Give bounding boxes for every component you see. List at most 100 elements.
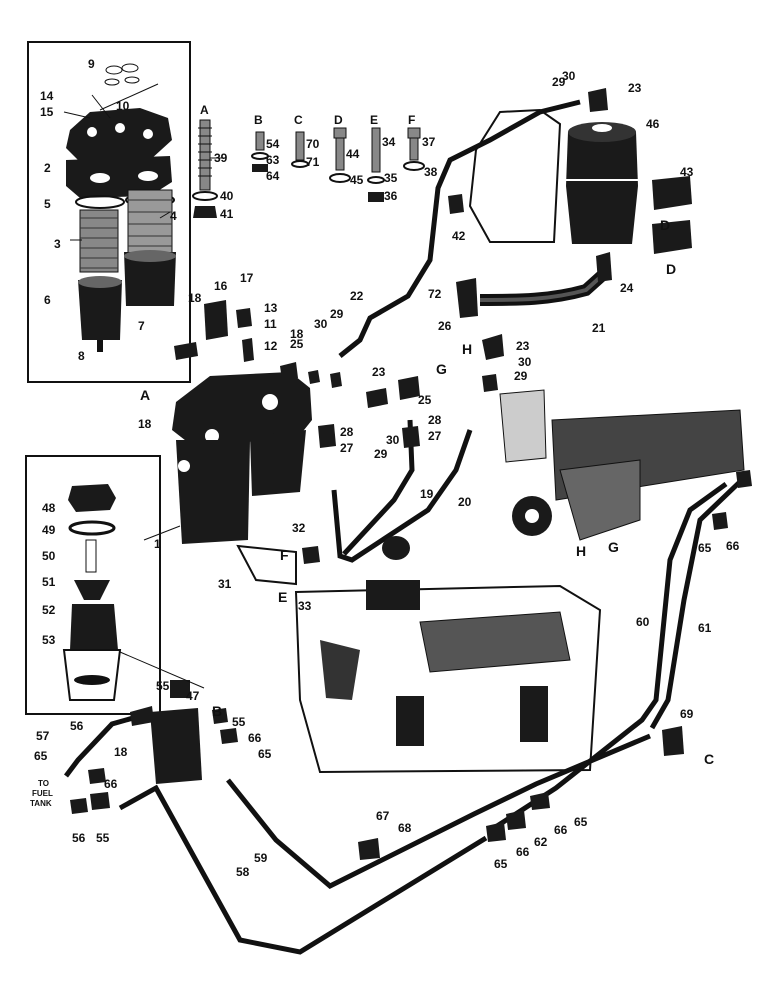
callout-55c: 55: [96, 831, 110, 845]
connection-c: C: [704, 751, 714, 767]
connection-b: B: [212, 703, 222, 719]
callout-44: 44: [346, 147, 360, 161]
callout-5: 5: [44, 197, 51, 211]
callout-11: 11: [264, 317, 277, 331]
callout-27b: 27: [428, 429, 442, 443]
connection-g1: G: [436, 361, 447, 377]
callout-18c: 18: [290, 327, 304, 341]
callout-41: 41: [220, 207, 234, 221]
callout-55b: 55: [232, 715, 246, 729]
bracket-31: [236, 544, 297, 586]
callout-35: 35: [384, 171, 398, 185]
engine-block: [294, 536, 602, 774]
callout-66e: 66: [516, 845, 530, 859]
callout-21: 21: [592, 321, 606, 335]
callout-71: 71: [306, 155, 320, 169]
callout-10: 10: [116, 99, 130, 113]
callout-18d: 18: [114, 745, 128, 759]
sedimenter-exploded-inset: [25, 455, 161, 715]
callout-47: 47: [186, 689, 200, 703]
callout-20: 20: [458, 495, 472, 509]
callout-23a: 23: [628, 81, 642, 95]
callout-24: 24: [620, 281, 634, 295]
callout-22: 22: [350, 289, 364, 303]
callout-69: 69: [680, 707, 694, 721]
callout-45: 45: [350, 173, 364, 187]
callout-27a: 27: [340, 441, 354, 455]
callout-30a: 30: [562, 69, 576, 83]
callout-65c: 65: [34, 749, 48, 763]
callout-58: 58: [236, 865, 250, 879]
callout-15: 15: [40, 105, 54, 119]
callout-28b: 28: [428, 413, 442, 427]
callout-1: 1: [154, 537, 161, 551]
callout-53: 53: [42, 633, 56, 647]
leader-lines: [63, 83, 226, 689]
callout-14: 14: [40, 89, 54, 103]
callout-25b: 25: [418, 393, 432, 407]
callout-43: 43: [680, 165, 694, 179]
callout-12: 12: [264, 339, 278, 353]
callout-65b: 65: [258, 747, 272, 761]
connection-h2: H: [576, 543, 586, 559]
callout-16: 16: [214, 279, 228, 293]
fuel-tank-line-2: FUEL: [32, 789, 53, 798]
callout-61: 61: [698, 621, 712, 635]
callout-50: 50: [42, 549, 56, 563]
callout-63: 63: [266, 153, 280, 167]
callout-18b: 18: [138, 417, 152, 431]
fuel-lines: [64, 99, 748, 955]
connection-letters: A B C D D E F G G H H: [140, 217, 714, 767]
callout-13: 13: [264, 301, 278, 315]
callout-33: 33: [298, 599, 312, 613]
callout-17: 17: [240, 271, 254, 285]
callout-2: 2: [44, 161, 51, 175]
fuel-tank-line-1: TO: [38, 779, 49, 788]
callout-30d: 30: [518, 355, 532, 369]
connection-e: E: [278, 589, 287, 605]
callout-66a: 66: [726, 539, 740, 553]
callout-66d: 66: [554, 823, 568, 837]
filter-exploded-inset: [27, 41, 191, 383]
bolt-set-d: D: [334, 113, 343, 127]
fittings: [70, 88, 752, 860]
callout-56a: 56: [70, 719, 84, 733]
connection-f: F: [280, 547, 289, 563]
callout-55a: 55: [156, 679, 170, 693]
callout-38: 38: [424, 165, 438, 179]
callout-48: 48: [42, 501, 56, 515]
bolt-set-letters: A B C D E F: [200, 103, 415, 127]
callout-72: 72: [428, 287, 442, 301]
bolt-set-e: E: [370, 113, 378, 127]
bolt-set-c: C: [294, 113, 303, 127]
callout-64: 64: [266, 169, 280, 183]
bolt-sets: [192, 119, 425, 218]
to-fuel-tank-note: TO FUEL TANK: [30, 779, 53, 808]
callout-34: 34: [382, 135, 396, 149]
callout-62: 62: [534, 835, 548, 849]
callout-66c: 66: [104, 777, 118, 791]
callout-52: 52: [42, 603, 56, 617]
connection-d2: D: [666, 261, 676, 277]
callout-23b: 23: [372, 365, 386, 379]
callout-6: 6: [44, 293, 51, 307]
callout-29b: 29: [330, 307, 344, 321]
callout-23c: 23: [516, 339, 530, 353]
callout-57: 57: [36, 729, 50, 743]
callout-49: 49: [42, 523, 56, 537]
callout-70: 70: [306, 137, 320, 151]
callout-29a: 29: [552, 75, 566, 89]
callout-46: 46: [646, 117, 660, 131]
callout-32: 32: [292, 521, 306, 535]
hose-21: [479, 267, 611, 306]
callout-9: 9: [88, 57, 95, 71]
bolt-set-f: F: [408, 113, 415, 127]
connection-d1: D: [660, 217, 670, 233]
callout-67: 67: [376, 809, 390, 823]
callout-36: 36: [384, 189, 398, 203]
callout-30b: 30: [314, 317, 328, 331]
callout-56b: 56: [72, 831, 86, 845]
callout-28a: 28: [340, 425, 354, 439]
